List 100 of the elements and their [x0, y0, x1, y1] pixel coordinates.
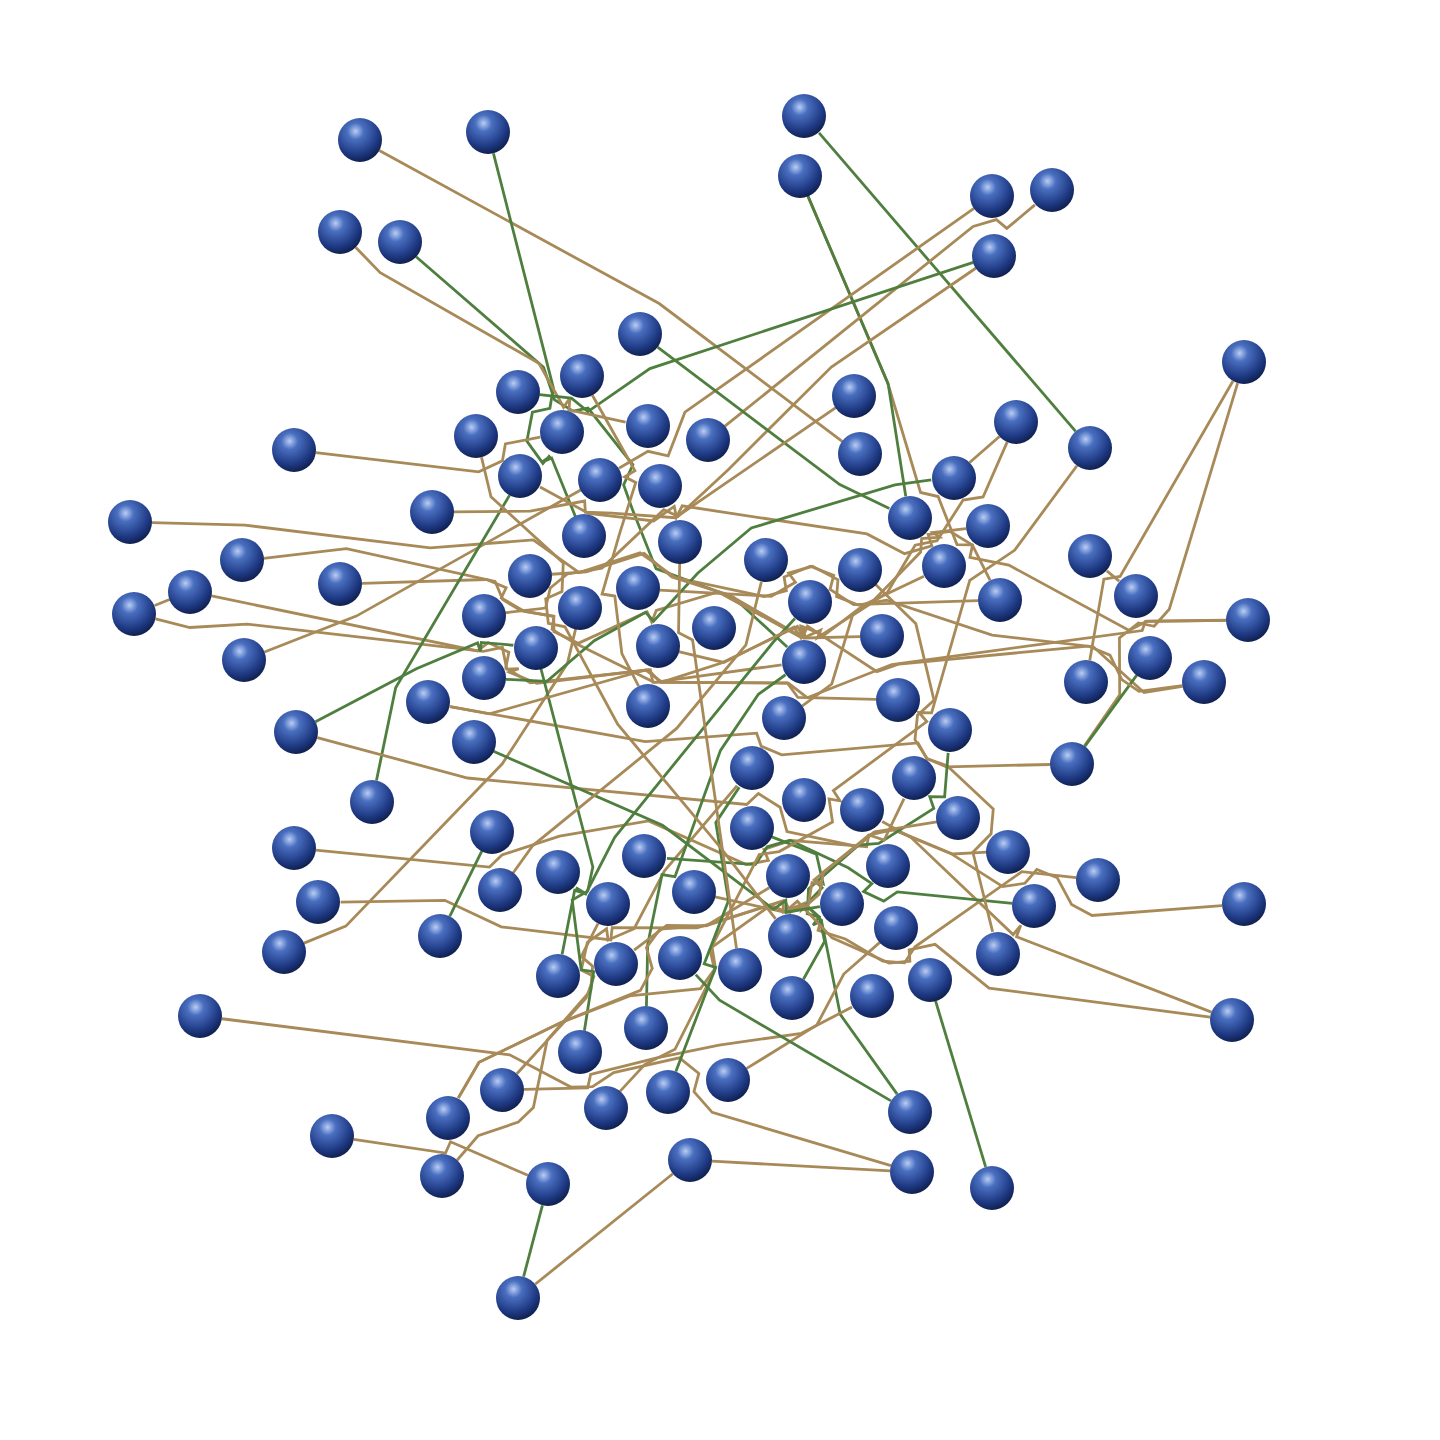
connector-line — [677, 563, 738, 949]
connector-line — [415, 255, 789, 648]
sphere — [624, 1006, 668, 1050]
sphere — [261, 929, 306, 974]
sphere — [986, 829, 1031, 874]
sphere — [1182, 660, 1227, 705]
sphere — [891, 756, 936, 801]
sphere — [876, 678, 920, 722]
sphere — [1222, 882, 1266, 926]
connector-line — [448, 850, 484, 917]
sphere — [965, 504, 1010, 549]
connector-line — [353, 1137, 529, 1177]
sphere — [625, 404, 670, 449]
sphere — [1050, 742, 1094, 786]
sphere — [849, 974, 894, 1019]
sphere — [535, 953, 580, 998]
connector-line — [492, 152, 577, 518]
sphere — [178, 994, 222, 1038]
sphere — [406, 680, 451, 725]
connector-line — [678, 575, 925, 664]
connector-line — [221, 1017, 892, 1168]
sphere — [994, 400, 1038, 444]
sphere — [451, 720, 496, 765]
connector-line — [449, 527, 967, 716]
sphere — [377, 220, 422, 265]
sphere — [777, 153, 822, 198]
connector-line — [264, 488, 582, 654]
connector-line — [802, 752, 950, 980]
sphere — [936, 796, 981, 841]
sphere — [526, 1162, 570, 1206]
sphere — [692, 605, 737, 650]
sphere — [418, 914, 462, 958]
sphere — [461, 593, 506, 638]
sphere — [480, 1068, 524, 1112]
connector-line — [151, 521, 979, 607]
connector-line — [505, 478, 932, 683]
connector-line — [818, 131, 1077, 433]
sphere — [495, 370, 540, 415]
sphere — [318, 209, 363, 254]
sphere — [583, 1085, 627, 1130]
sphere — [219, 538, 264, 583]
sphere — [466, 110, 510, 154]
connector-line — [633, 820, 937, 952]
sphere — [559, 354, 604, 399]
sphere — [108, 500, 152, 544]
connector-line — [874, 583, 995, 933]
sphere — [890, 1149, 935, 1194]
sphere — [310, 1114, 354, 1158]
sphere — [222, 638, 266, 682]
connector-line — [934, 1000, 987, 1168]
sphere — [637, 463, 682, 508]
connector-line — [315, 435, 541, 474]
sphere — [765, 854, 810, 899]
sphere — [770, 976, 815, 1021]
sphere — [921, 544, 966, 589]
sphere — [454, 413, 499, 458]
sphere — [860, 614, 904, 658]
sphere — [744, 538, 789, 583]
sphere — [970, 1166, 1014, 1210]
sphere — [1226, 598, 1270, 642]
connector-line — [806, 195, 908, 497]
connector-line — [968, 435, 1001, 464]
connector-line — [711, 1159, 891, 1173]
sphere — [1222, 340, 1266, 384]
connector-line — [522, 1204, 544, 1278]
sphere — [420, 1154, 465, 1199]
connector-line — [480, 457, 777, 920]
connector-line — [618, 207, 975, 470]
connector-line — [340, 870, 1077, 965]
sphere — [838, 432, 883, 477]
sphere — [496, 1276, 540, 1320]
sphere — [767, 914, 811, 959]
connector-line — [723, 203, 1036, 428]
connector-line — [1105, 569, 1121, 583]
sphere — [585, 882, 630, 926]
connector-line — [745, 941, 881, 1070]
connector-line — [375, 494, 511, 781]
sphere — [907, 957, 952, 1002]
sphere — [874, 905, 919, 950]
sphere — [975, 931, 1020, 976]
connector-line — [455, 922, 600, 1162]
connector-line — [515, 784, 739, 1075]
sphere — [318, 562, 362, 606]
connector-line — [361, 578, 861, 645]
connector-line — [539, 485, 1226, 632]
connector-line — [539, 668, 596, 1031]
sphere — [338, 118, 382, 162]
connector-line — [315, 819, 1223, 917]
connector-line — [511, 581, 763, 874]
connector-line — [801, 441, 1009, 707]
sphere — [931, 455, 976, 500]
sphere — [1114, 573, 1159, 618]
connector-line — [551, 551, 1183, 693]
sphere — [1064, 660, 1108, 704]
sphere — [787, 580, 832, 625]
sphere — [507, 553, 552, 598]
sphere — [513, 625, 558, 670]
sphere — [1068, 426, 1112, 470]
sphere — [866, 843, 911, 888]
sphere — [558, 1030, 603, 1075]
